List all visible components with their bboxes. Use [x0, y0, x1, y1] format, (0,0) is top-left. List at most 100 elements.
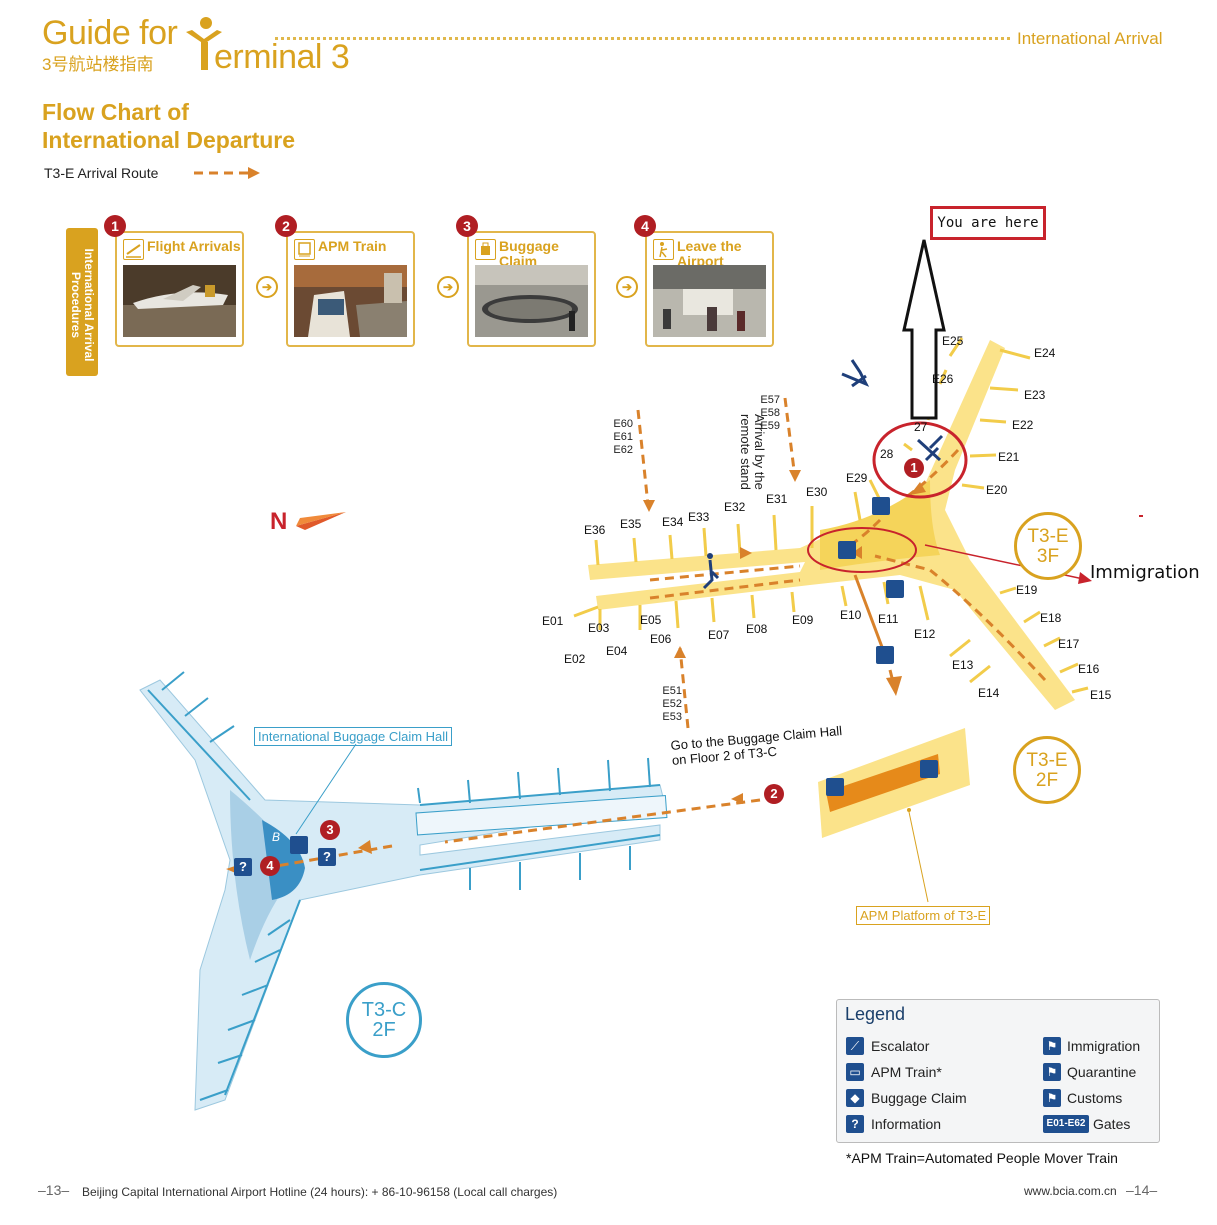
step-marker-4: 4 — [634, 215, 656, 237]
gate-label: 27 — [914, 420, 928, 434]
gate-label: E16 — [1078, 662, 1100, 676]
gate-label: E14 — [978, 686, 1000, 700]
gate-label: E13 — [952, 658, 974, 672]
terminal-3-title: erminal 3 — [214, 38, 350, 76]
passenger-icon — [916, 434, 944, 462]
gate-label: E04 — [606, 644, 628, 658]
legend-label: Buggage Claim — [871, 1090, 967, 1106]
page-number-right: –14– — [1126, 1182, 1158, 1198]
apm-train-icon — [826, 778, 844, 796]
gate-label: E29 — [846, 471, 868, 485]
next-arrow-icon: ➔ — [616, 276, 638, 298]
step-marker-3: 3 — [456, 215, 478, 237]
step-leave-airport: Leave the Airport — [645, 231, 774, 347]
escalator-icon — [920, 760, 938, 778]
step-label: Buggage Claim — [499, 238, 559, 269]
intl-claim-hall-label: International Buggage Claim Hall — [254, 727, 453, 746]
customs-icon — [872, 497, 890, 515]
gate-label: E09 — [792, 613, 814, 627]
route-arrowheads — [226, 470, 926, 874]
legend-label: Gates — [1093, 1116, 1131, 1132]
step-baggage-claim: Buggage Claim — [467, 231, 596, 347]
gate-label: E24 — [1034, 346, 1056, 360]
train-photo — [294, 265, 407, 337]
step-marker-1: 1 — [104, 215, 126, 237]
plane-icon — [841, 359, 870, 388]
gate-label: E12 — [914, 627, 936, 641]
you-are-here-label: You are here — [930, 206, 1046, 240]
legend-label: Information — [871, 1116, 942, 1132]
page-number-left: –13– — [38, 1182, 70, 1198]
gate-label: E15 — [1090, 688, 1112, 702]
gate-label: E21 — [998, 450, 1020, 464]
step-label: APM Train — [318, 238, 387, 254]
gate-label: E34 — [662, 515, 684, 529]
baggage-photo — [475, 265, 588, 337]
step-flight-arrivals: Flight Arrivals — [115, 231, 244, 347]
north-label: N — [270, 508, 288, 535]
gate-label: E18 — [1040, 611, 1062, 625]
north-arrow-icon — [296, 512, 346, 530]
step-label: Leave the Airport — [677, 238, 742, 269]
information-icon: ? — [234, 858, 252, 876]
escalator-icon: ⟋ — [846, 1037, 864, 1055]
legend-note: *APM Train=Automated People Mover Train — [846, 1150, 1118, 1166]
baggage-icon — [475, 239, 496, 260]
gate-label: E36 — [584, 523, 606, 537]
t3c-building — [139, 679, 668, 1111]
immigration-icon — [838, 541, 856, 559]
exit-icon — [653, 239, 674, 260]
route-legend-label: T3-E Arrival Route — [44, 165, 159, 181]
next-arrow-icon: ➔ — [437, 276, 459, 298]
walker-icon — [702, 559, 720, 590]
map-marker-1: 1 — [904, 458, 924, 478]
gate-label: E26 — [932, 372, 954, 386]
legend-label: Immigration — [1067, 1038, 1141, 1054]
train-icon — [294, 239, 315, 260]
step-label: Flight Arrivals — [147, 238, 241, 254]
website-url: www.bcia.com.cn — [1024, 1184, 1117, 1198]
header-dotted-rule — [275, 37, 1010, 40]
you-are-here-circle — [872, 421, 968, 499]
gate-label: E05 — [640, 613, 662, 627]
immigration-icon: ⚑ — [1043, 1037, 1061, 1055]
gate-label: E11 — [878, 612, 899, 626]
baggage-claim-icon — [290, 836, 308, 854]
big-up-arrow-icon — [902, 239, 946, 420]
step-apm-train: APM Train — [286, 231, 415, 347]
gate-label: E33 — [688, 510, 710, 524]
gate-label: E17 — [1058, 637, 1080, 651]
customs-icon: ⚑ — [1043, 1089, 1061, 1107]
belt-b-label: B — [272, 830, 281, 844]
legend-label: Escalator — [871, 1038, 930, 1054]
map-marker-4: 4 — [260, 856, 280, 876]
immigration-circle — [807, 527, 917, 573]
next-arrow-icon: ➔ — [256, 276, 278, 298]
gate-label: E35 — [620, 517, 642, 531]
gate-label: E25 — [942, 334, 964, 348]
chinese-title: 3号航站楼指南 — [42, 55, 154, 74]
gates-icon: E01-E62 — [1043, 1115, 1089, 1133]
procedures-side-tab: International Arrival Procedures — [66, 228, 98, 376]
t3e-stands — [573, 337, 1089, 694]
section-title: International Arrival — [1017, 29, 1163, 48]
apm-train-icon: ▭ — [846, 1063, 864, 1081]
gate-label: E01 — [542, 614, 564, 628]
apm-platform-2f — [818, 728, 970, 903]
information-icon: ? — [846, 1115, 864, 1133]
apm-platform-label: APM Platform of T3-E — [856, 906, 991, 925]
gate-label: E31 — [766, 492, 788, 506]
exit-photo — [653, 265, 766, 337]
gate-label: E20 — [986, 483, 1008, 497]
legend-box: Legend ⟋ Escalator ▭ APM Train* ◆ Buggag… — [836, 999, 1160, 1143]
flow-title-line2: International Departure — [42, 127, 296, 153]
gate-label: E19 — [1016, 583, 1038, 597]
terminal-logo-icon — [184, 14, 224, 77]
